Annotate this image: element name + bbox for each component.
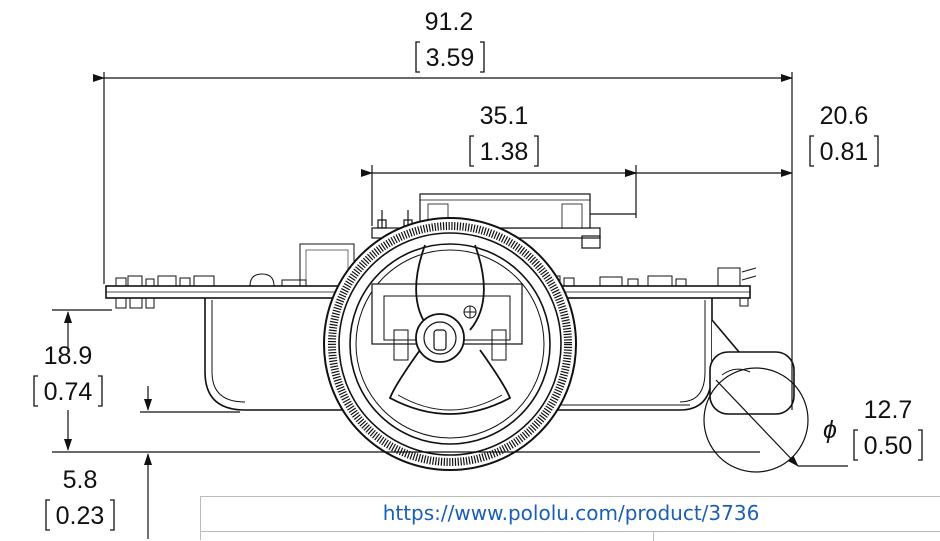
product-url-link[interactable]: https://www.pololu.com/product/3736 [382,501,760,525]
overhang-in: 0.81 [820,138,869,166]
overall-length-in: 3.59 [426,44,475,72]
diameter-symbol: ϕ [823,416,837,444]
overall-length-mm: 91.2 [425,8,474,36]
product-url-box: https://www.pololu.com/product/3736 [200,496,940,541]
robot-side-view [105,193,809,473]
caster-diameter-in: 0.50 [864,432,913,460]
ground-clearance-mm: 5.8 [63,466,98,494]
dimension-labels: 91.2 3.59 35.1 1.38 20.6 0.81 18.9 0.74 … [33,8,923,531]
top-span-mm: 35.1 [480,102,529,130]
chassis-height-mm: 18.9 [44,342,93,370]
table-header-cell [201,532,654,541]
table-header-row [201,531,940,541]
overhang-mm: 20.6 [820,102,869,130]
dimension-lines [52,72,848,539]
dim-line-caster-diameter [715,379,799,467]
ground-clearance-in: 0.23 [56,502,105,530]
caster-diameter-mm: 12.7 [864,396,913,424]
top-span-in: 1.38 [480,138,529,166]
pcb-components-left [115,243,355,309]
ball-caster [703,319,809,473]
wheel [323,217,577,471]
chassis-inner-edge [211,300,246,403]
wheel-hub [415,313,465,363]
chassis-height-in: 0.74 [44,378,93,406]
